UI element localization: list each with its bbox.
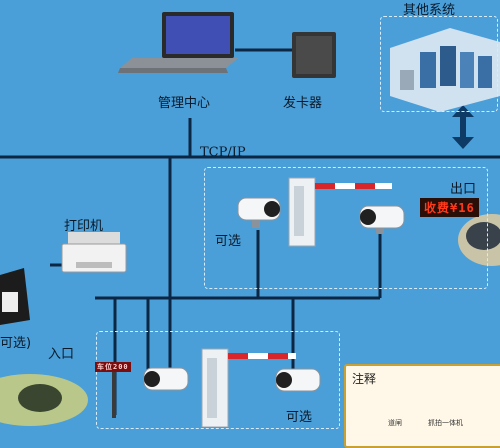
entrance-camera-right-icon bbox=[275, 368, 321, 392]
entrance-sign-pole-icon bbox=[112, 372, 116, 418]
management-center-label: 管理中心 bbox=[158, 96, 211, 111]
card-issuer-label: 发卡器 bbox=[283, 96, 323, 111]
exit-car-icon bbox=[458, 214, 500, 266]
exit-barrier-gate-icon bbox=[288, 177, 392, 247]
entrance-car-icon bbox=[0, 374, 88, 426]
entrance-camera-left-icon bbox=[143, 367, 189, 391]
printer-icon bbox=[61, 232, 127, 273]
network-label: TCP/IP bbox=[200, 145, 246, 160]
entrance-label: 入口 bbox=[48, 347, 75, 362]
exit-camera-left-icon bbox=[237, 197, 281, 228]
optional-bottom-label: 可选 bbox=[286, 410, 313, 425]
entrance-barrier-gate-icon bbox=[201, 348, 296, 427]
optional-left-label: 可选) bbox=[0, 336, 32, 351]
exit-label: 出口 bbox=[450, 182, 477, 197]
optional-exit-label: 可选 bbox=[215, 234, 242, 249]
legend-barrier-label: 道闸 bbox=[388, 419, 402, 427]
server-room-icon bbox=[390, 28, 500, 112]
card-reader-icon bbox=[292, 32, 336, 78]
legend-title: 注释 bbox=[352, 372, 377, 386]
printer-label: 打印机 bbox=[64, 219, 104, 234]
laptop-icon bbox=[118, 12, 238, 73]
legend-panel: 注释 道闸 抓拍一体机 bbox=[344, 364, 500, 448]
exit-lane-area bbox=[204, 167, 488, 289]
kiosk-terminal-icon bbox=[0, 268, 30, 325]
other-systems-area bbox=[380, 16, 498, 112]
exit-fee-display: 收费¥16 bbox=[420, 198, 479, 217]
legend-camera-label: 抓拍一体机 bbox=[428, 419, 463, 427]
exit-camera-right-icon bbox=[359, 205, 405, 234]
other-systems-label: 其他系统 bbox=[403, 3, 456, 18]
entrance-parking-sign: 车位200 bbox=[95, 362, 131, 372]
